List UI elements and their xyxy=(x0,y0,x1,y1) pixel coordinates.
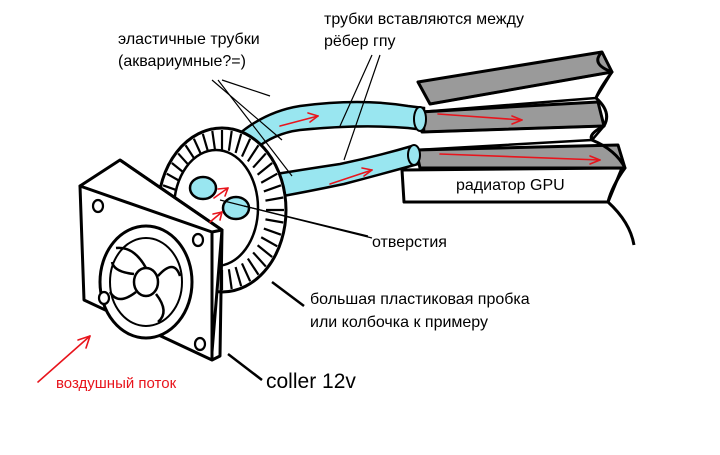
label-plug-line2: или колбочка к примеру xyxy=(310,314,489,331)
hole-upper xyxy=(188,175,218,201)
plug-fin xyxy=(256,162,273,176)
label-tubes-between-line2: рёбер гпу xyxy=(324,33,396,50)
plug-fin xyxy=(263,227,282,236)
label-tubes-between-line1: трубки вставляются между xyxy=(324,11,524,28)
arrow xyxy=(437,113,523,125)
plug-fin xyxy=(252,152,267,169)
label-holes: отверстия xyxy=(372,234,447,251)
label-plug-line1: большая пластиковая пробка xyxy=(310,291,530,308)
gpu-radiator xyxy=(400,50,636,246)
airflow-arrow xyxy=(37,335,91,383)
plug-fin xyxy=(260,172,278,184)
cooler-fan xyxy=(78,158,224,362)
hole-lower xyxy=(221,195,251,221)
plug-fin xyxy=(260,236,278,248)
plug-fin xyxy=(240,138,252,157)
leader-lines xyxy=(211,54,381,381)
plug-fin xyxy=(246,257,260,276)
tubes xyxy=(230,100,427,200)
plug-fin xyxy=(240,263,252,282)
plug-fin xyxy=(227,269,233,290)
label-airflow: воздушный поток xyxy=(56,375,177,392)
arrow xyxy=(279,112,319,127)
arrow xyxy=(329,167,373,185)
label-gpu-radiator: радиатор GPU xyxy=(456,177,565,194)
plug-fin xyxy=(246,144,260,163)
label-elastic-tubes-line1: эластичные трубки xyxy=(118,31,260,48)
lower-tube xyxy=(262,144,420,200)
plug-fin xyxy=(234,266,243,287)
arrow xyxy=(213,187,229,199)
arrow xyxy=(439,153,601,165)
plug-fin xyxy=(265,218,284,224)
plug-fin xyxy=(263,184,282,193)
arrow xyxy=(209,211,223,223)
plug-fin xyxy=(211,130,217,151)
label-cooler: coller 12v xyxy=(266,370,356,393)
label-elastic-tubes-line2: (аквариумные?=) xyxy=(118,53,246,70)
plug-fin xyxy=(265,196,284,202)
flow-arrows xyxy=(37,112,601,383)
plug-fin xyxy=(234,133,243,154)
plug-fin xyxy=(256,244,273,258)
plug-fin xyxy=(201,133,210,154)
plug-fin xyxy=(252,251,267,268)
plug-fin xyxy=(227,130,233,151)
